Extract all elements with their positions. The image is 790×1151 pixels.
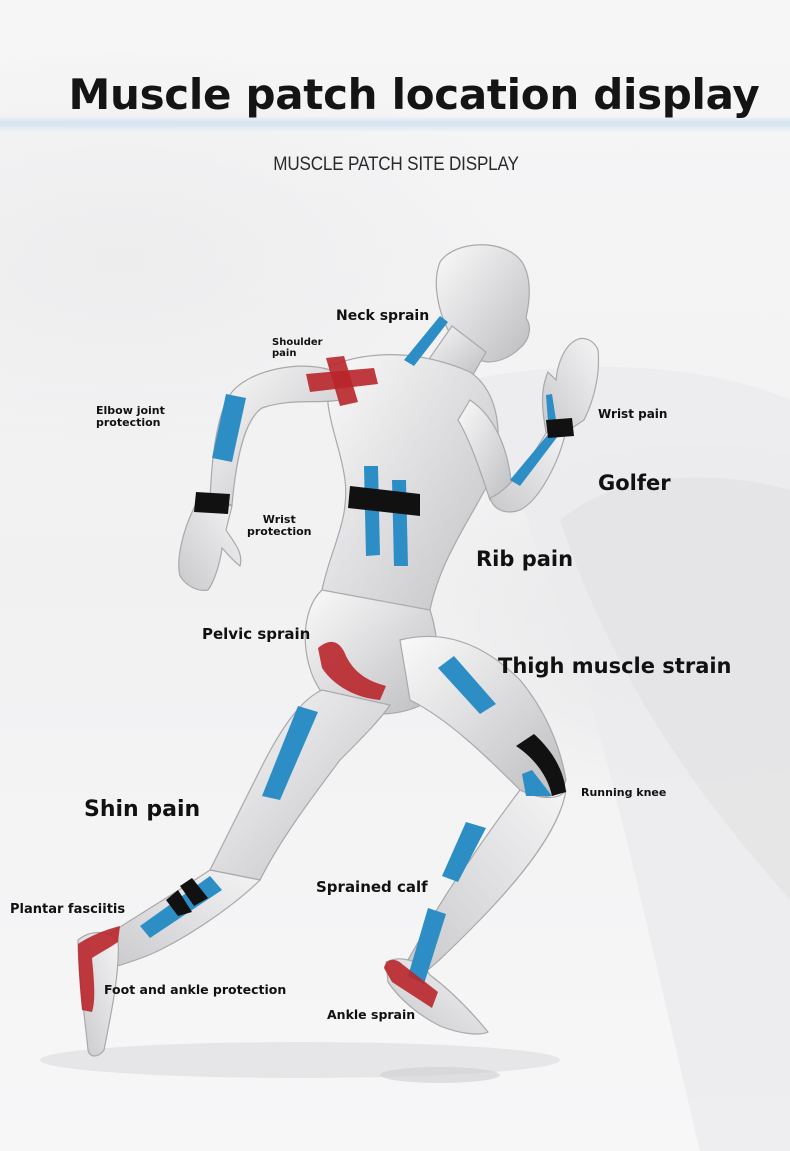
calf-tape <box>442 822 486 882</box>
header-band <box>0 116 790 132</box>
label-golfer: Golfer <box>598 471 671 495</box>
shoulder-tape-v <box>326 356 358 406</box>
label-shoulder-pain: Shoulder pain <box>272 337 323 359</box>
label-rib-pain: Rib pain <box>476 547 574 571</box>
label-wrist-protection: Wrist protection <box>247 514 312 537</box>
label-shoulder-pain-line1: Shoulder <box>272 337 323 348</box>
label-wrist-protection-line2: protection <box>247 524 312 538</box>
wrist-pain-band <box>546 418 574 438</box>
label-foot-ankle-protection: Foot and ankle protection <box>104 982 287 997</box>
label-running-knee: Running knee <box>581 786 667 799</box>
ankle-sprain-tape <box>384 959 438 1008</box>
label-wrist-pain: Wrist pain <box>598 407 668 421</box>
rib-band <box>348 486 420 516</box>
label-ankle-sprain: Ankle sprain <box>327 1007 416 1022</box>
label-pelvic-sprain: Pelvic sprain <box>202 625 311 643</box>
label-thigh-muscle-strain: Thigh muscle strain <box>498 654 732 678</box>
label-wrist-protection-line1: Wrist <box>262 513 296 526</box>
pelvic-tape <box>318 641 386 700</box>
neck-tape <box>404 316 448 366</box>
wrist-tape-forearm <box>510 432 558 486</box>
wrist-protection-band <box>194 492 230 514</box>
page-subtitle: MUSCLE PATCH SITE DISPLAY <box>273 154 519 175</box>
label-elbow-protection: Elbow joint protection <box>96 405 165 428</box>
plantar-tape <box>78 926 120 1012</box>
page-title: Muscle patch location display <box>68 70 760 119</box>
label-shoulder-pain-line2: pain <box>272 347 297 359</box>
elbow-tape <box>212 394 246 462</box>
shin-tape <box>262 706 318 800</box>
label-elbow-line1: Elbow joint <box>96 404 165 417</box>
label-plantar-fasciitis: Plantar fasciitis <box>10 902 126 917</box>
knee-band <box>516 734 566 796</box>
label-elbow-line2: protection <box>96 415 161 429</box>
wrist-tape-top <box>546 394 556 422</box>
label-neck-sprain: Neck sprain <box>336 308 430 324</box>
label-shin-pain: Shin pain <box>84 797 201 822</box>
knee-tape <box>522 770 552 796</box>
thigh-tape <box>438 656 496 714</box>
foot-band-2 <box>180 878 208 906</box>
ankle-tape-blue <box>408 908 446 984</box>
label-sprained-calf: Sprained calf <box>316 878 428 896</box>
foot-band-1 <box>166 890 192 916</box>
